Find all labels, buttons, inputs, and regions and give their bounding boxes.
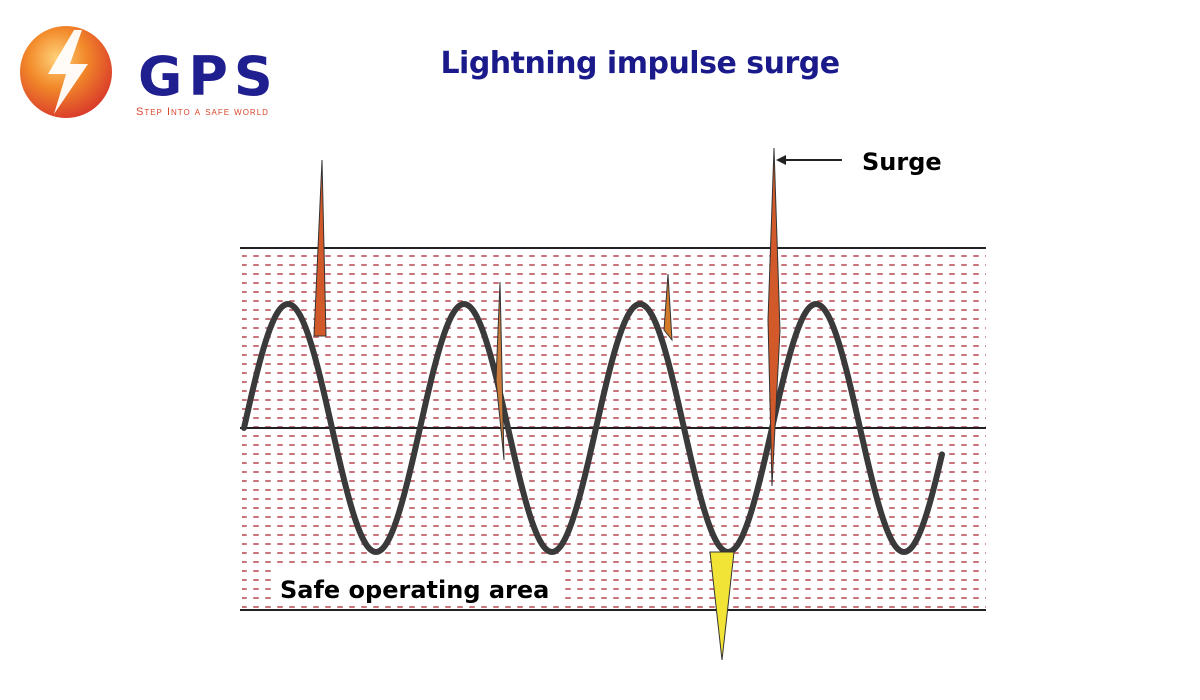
page-title: Lightning impulse surge (440, 46, 840, 81)
surge-spike-2 (495, 281, 505, 461)
surge-spike-3 (663, 273, 673, 342)
brand-name: GPS (138, 45, 279, 108)
dip-spike (709, 551, 735, 661)
brand-logo: GPS Step Into a safe world (18, 22, 308, 122)
surge-spike-1 (313, 159, 327, 337)
surge-arrowhead-icon (776, 155, 786, 165)
surge-spike-4 (767, 147, 781, 487)
safe-area-label: Safe operating area (280, 576, 549, 604)
safe-area-label-bg (272, 570, 562, 606)
brand-tagline: Step Into a safe world (136, 106, 269, 118)
sine-wave (241, 300, 945, 556)
surge-label: Surge (862, 148, 942, 176)
lightning-globe-icon (20, 26, 112, 118)
